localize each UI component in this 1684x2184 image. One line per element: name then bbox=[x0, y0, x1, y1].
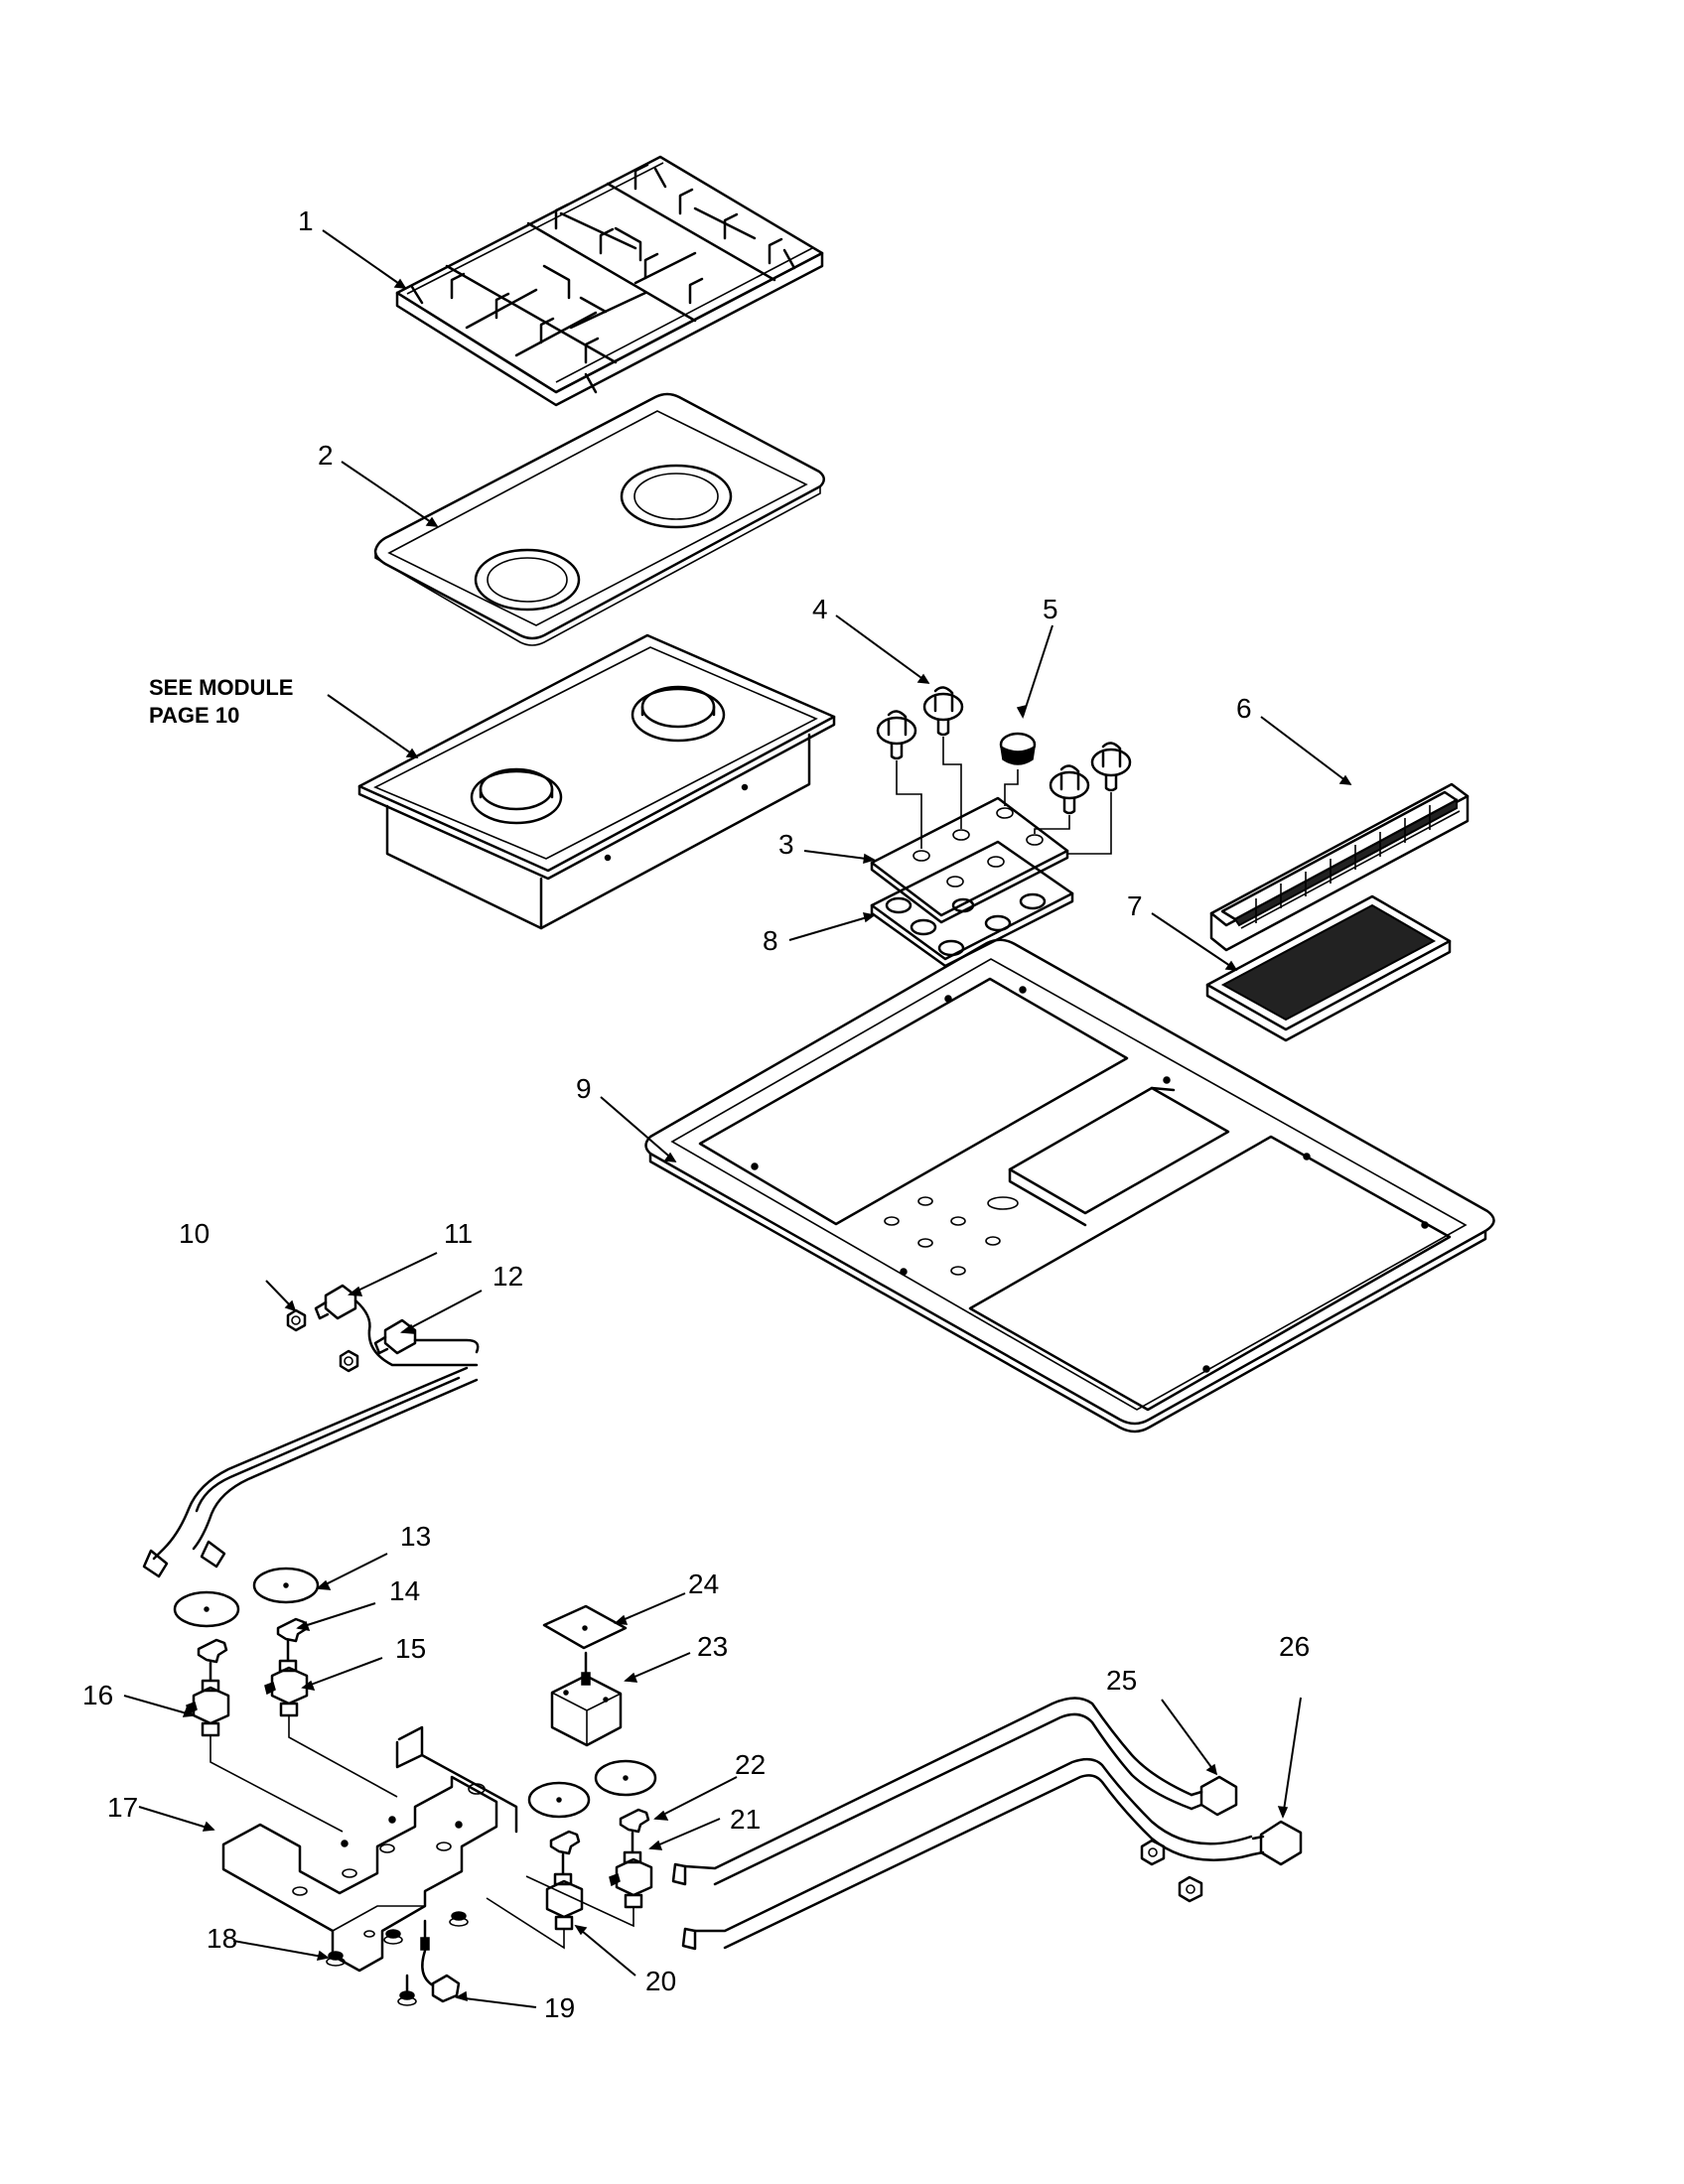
callout-23: 23 bbox=[697, 1631, 728, 1662]
callout-20: 20 bbox=[645, 1966, 676, 1996]
leader-lines bbox=[123, 229, 1352, 2008]
callout-11: 11 bbox=[444, 1218, 473, 1249]
callout-10: 10 bbox=[179, 1218, 210, 1249]
callout-2: 2 bbox=[318, 440, 334, 471]
callout-7: 7 bbox=[1127, 890, 1143, 921]
callout-8: 8 bbox=[763, 925, 778, 956]
cooktop-frame bbox=[644, 938, 1495, 1433]
callout-6: 6 bbox=[1236, 693, 1252, 724]
callout-5: 5 bbox=[1043, 594, 1058, 624]
filter bbox=[1205, 894, 1452, 1042]
callout-18: 18 bbox=[207, 1923, 237, 1954]
switch-button bbox=[999, 732, 1037, 806]
switch bbox=[550, 1651, 623, 1747]
callout-26: 26 bbox=[1279, 1631, 1310, 1662]
callout-1: 1 bbox=[298, 205, 314, 236]
right-gas-tubes bbox=[671, 1697, 1303, 1951]
callout-17: 17 bbox=[107, 1792, 138, 1823]
see-module-note-line2: PAGE 10 bbox=[149, 703, 239, 728]
cooktop-top-plate bbox=[373, 392, 825, 646]
callout-9: 9 bbox=[576, 1073, 592, 1104]
callout-24: 24 bbox=[688, 1569, 719, 1599]
see-module-note-line1: SEE MODULE bbox=[149, 675, 293, 700]
control-knobs bbox=[876, 686, 1132, 855]
callout-3: 3 bbox=[778, 829, 794, 860]
callout-12: 12 bbox=[492, 1261, 523, 1292]
switch-plate bbox=[542, 1604, 628, 1650]
callout-labels: 1 2 3 4 5 6 7 8 9 10 11 12 13 14 15 16 1… bbox=[82, 205, 1310, 2023]
grille bbox=[1209, 782, 1470, 952]
callout-25: 25 bbox=[1106, 1665, 1137, 1696]
callout-16: 16 bbox=[82, 1680, 113, 1710]
control-panel bbox=[870, 796, 1069, 924]
callout-19: 19 bbox=[544, 1992, 575, 2023]
panel-gasket bbox=[870, 840, 1074, 968]
left-gas-tubes bbox=[142, 1284, 480, 1578]
callout-22: 22 bbox=[735, 1749, 766, 1780]
burner-module bbox=[357, 633, 836, 930]
valve-bracket bbox=[221, 1725, 518, 1973]
callout-21: 21 bbox=[730, 1804, 761, 1835]
screws bbox=[326, 1911, 469, 2006]
callout-4: 4 bbox=[812, 594, 828, 624]
callout-13: 13 bbox=[400, 1521, 431, 1552]
callout-15: 15 bbox=[395, 1633, 426, 1664]
burner-grate bbox=[395, 155, 824, 407]
callout-14: 14 bbox=[389, 1575, 420, 1606]
valve-assemblies bbox=[173, 1567, 657, 1950]
elbow-fitting bbox=[421, 1949, 461, 2003]
